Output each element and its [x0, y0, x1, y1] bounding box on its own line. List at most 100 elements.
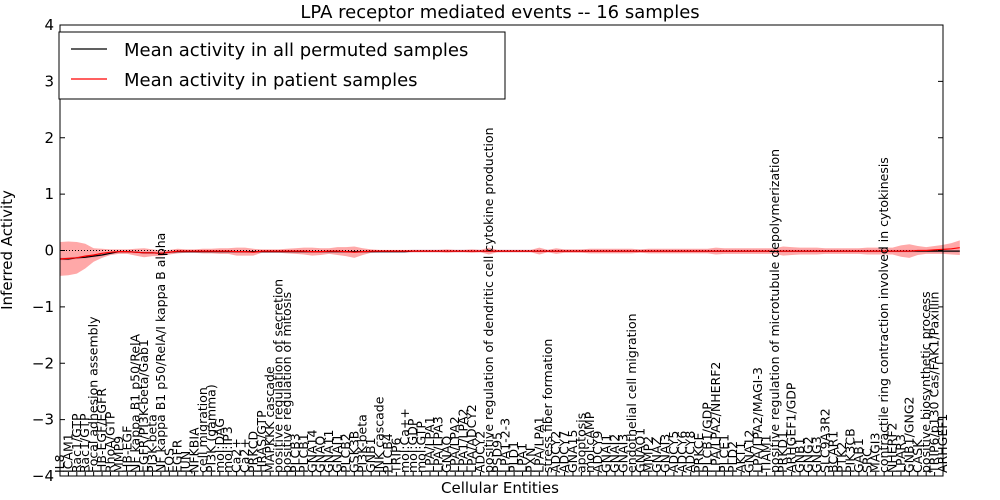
x-tick-label: ADCY7 — [557, 431, 572, 473]
x-tick-label: MAPKKK cascade — [262, 366, 277, 473]
x-tick-label: positive biosynthetic process — [918, 291, 933, 473]
x-tick-label: HB-EGF — [119, 426, 134, 473]
x-tick-label: LPA/LPA1 — [422, 416, 437, 473]
x-tick-label: GNAZ — [649, 437, 664, 473]
y-tick-label: 1 — [44, 185, 54, 203]
x-tick-label: Rac1/GTP — [69, 413, 84, 473]
x-tick-label: LPA/LPA2/MAGI-3 — [750, 367, 765, 473]
x-tick-label: mol:Ca++ — [397, 408, 412, 473]
x-tick-label: PI3K (gamma) — [203, 384, 218, 473]
x-tick-label: JUN — [178, 451, 193, 474]
x-tick-label: PRKCE — [691, 433, 706, 473]
x-tick-label: BCAR1 — [826, 431, 841, 473]
x-tick-label: GAB1 — [851, 438, 866, 473]
x-tick-label: Ca2+ — [229, 438, 244, 473]
x-tick-label: PLD2 — [725, 441, 740, 473]
x-tick-label: GNAQ — [313, 436, 328, 473]
y-tick-label: 2 — [44, 129, 54, 147]
x-tick-label: PRKD1 — [775, 431, 790, 473]
x-tick-label: PLCB4 — [380, 433, 395, 473]
x-tick-label: mol:IP3 — [220, 426, 235, 473]
x-tick-label: NF kappa B1 p50/RelA/I kappa B alpha — [153, 233, 168, 473]
x-tick-label: PI3K-beta — [145, 414, 160, 473]
x-tick-label: LPAR3 — [893, 434, 908, 473]
x-tick-label: stress fiber formation — [540, 339, 555, 473]
y-tick-label: 4 — [44, 16, 54, 34]
x-tick-label: GSK3B — [346, 431, 361, 473]
y-tick-label: 3 — [44, 72, 54, 90]
x-tick-label: apoptosis — [573, 413, 588, 473]
x-tick-label: ADCY9 — [590, 431, 605, 473]
x-tick-label: MMP2 — [641, 436, 656, 473]
x-tick-label: mol:cAMP — [582, 411, 597, 473]
x-tick-label: NFKBIA — [187, 427, 202, 473]
x-tick-label: TRIP6 — [388, 437, 403, 474]
x-tick-label: PTK2 — [834, 442, 849, 473]
x-tick-label: contractile ring contraction involved in… — [876, 157, 891, 473]
y-axis-label: Inferred Activity — [0, 190, 16, 310]
x-tick-label: positive regulation of dendritic cell cy… — [481, 127, 496, 473]
x-tick-label: GNAO1 — [632, 428, 647, 473]
x-tick-label: GNA14 — [304, 429, 319, 473]
y-tick-label: 0 — [44, 242, 54, 260]
x-tick-label: GNAI1 — [599, 434, 614, 473]
x-tick-label: EGFR — [170, 439, 185, 473]
x-tick-label: GNA15 — [565, 430, 580, 474]
x-tick-label: HRAS/GTP — [254, 410, 269, 473]
patient-band — [60, 240, 960, 276]
x-tick-label: mol:DAG — [212, 418, 227, 473]
x-tick-label: TIAM1 — [758, 434, 773, 474]
x-tick-label: GNB1/GNG2 — [901, 397, 916, 473]
x-tick-label: ADCY2 — [473, 431, 488, 473]
x-tick-label: GNAI3 — [658, 434, 673, 473]
x-tick-label: Ca2+ — [237, 438, 252, 473]
x-tick-label: LPA/LPA1 — [531, 416, 546, 473]
x-tick-label: SRC — [859, 448, 874, 473]
y-tick-label: −1 — [32, 298, 54, 316]
x-tick-label: CASK — [910, 439, 925, 473]
x-tick-label: GNG3 — [809, 436, 824, 473]
x-tick-label: positive regulation of secretion — [271, 279, 286, 473]
x-tick-label: GNG2 — [800, 436, 815, 473]
x-tick-label: PI3K-beta — [355, 414, 370, 473]
x-tick-label: LPA1 — [515, 443, 530, 473]
x-tick-label: FOS — [161, 448, 176, 473]
x-tick-label: PLCB2 — [338, 433, 353, 473]
x-tick-label: ADCY8 — [683, 431, 698, 473]
x-tick-label: ADCY5 — [666, 431, 681, 473]
x-tick-label: LPA/LPA2/NHERF2 — [708, 362, 723, 473]
x-tick-label: HB-EGF/EGFR — [94, 388, 109, 473]
x-tick-label: GNA11 — [321, 430, 336, 474]
legend-label-permuted: Mean activity in all permuted samples — [124, 40, 468, 61]
x-tick-label: mol:GDP — [405, 418, 420, 473]
legend: Mean activity in all permuted samples Me… — [58, 31, 506, 100]
confidence-bands — [60, 240, 960, 276]
x-tick-label: Focal adhesion assembly — [86, 316, 101, 473]
x-tick-label: ARHGEF1/GDP — [784, 382, 799, 473]
x-tick-label: GNAQ — [439, 436, 454, 473]
x-tick-label: PLD1 — [506, 441, 521, 473]
x-tick-label: ADCY2 — [548, 431, 563, 473]
x-tick-label: GNAI3 — [615, 434, 630, 473]
x-tick-label: GNB1 — [363, 437, 378, 473]
x-tick-label: GNAI1 — [330, 434, 345, 473]
legend-label-patient: Mean activity in patient samples — [124, 70, 418, 91]
x-tick-label: LPA/ADCY2 — [464, 404, 479, 473]
x-tick-label: PIK3CB — [843, 428, 858, 473]
x-tick-label: cell migration — [195, 387, 210, 473]
x-tick-label: PLCB1/GDP — [700, 402, 715, 473]
x-tick-label: SLC9A3R2 — [817, 408, 832, 473]
y-tick-label: −4 — [32, 467, 54, 485]
series-line-patient — [59, 247, 960, 260]
x-tick-label: MMP9 — [111, 436, 126, 473]
x-tick-label: GNB1 — [792, 437, 807, 473]
x-tick-label: positive regulation of mitosis — [279, 292, 294, 473]
x-tick-label: NF kappa B1 p50/RelA — [128, 333, 143, 473]
x-tick-label: PRKCD — [245, 431, 260, 473]
x-tick-label: JNK cascade — [372, 396, 387, 474]
x-tick-label: PXN — [523, 448, 538, 473]
x-tick-label: LPA/LPA2 — [447, 416, 462, 473]
x-tick-label: Rac1/GTP — [77, 413, 92, 473]
